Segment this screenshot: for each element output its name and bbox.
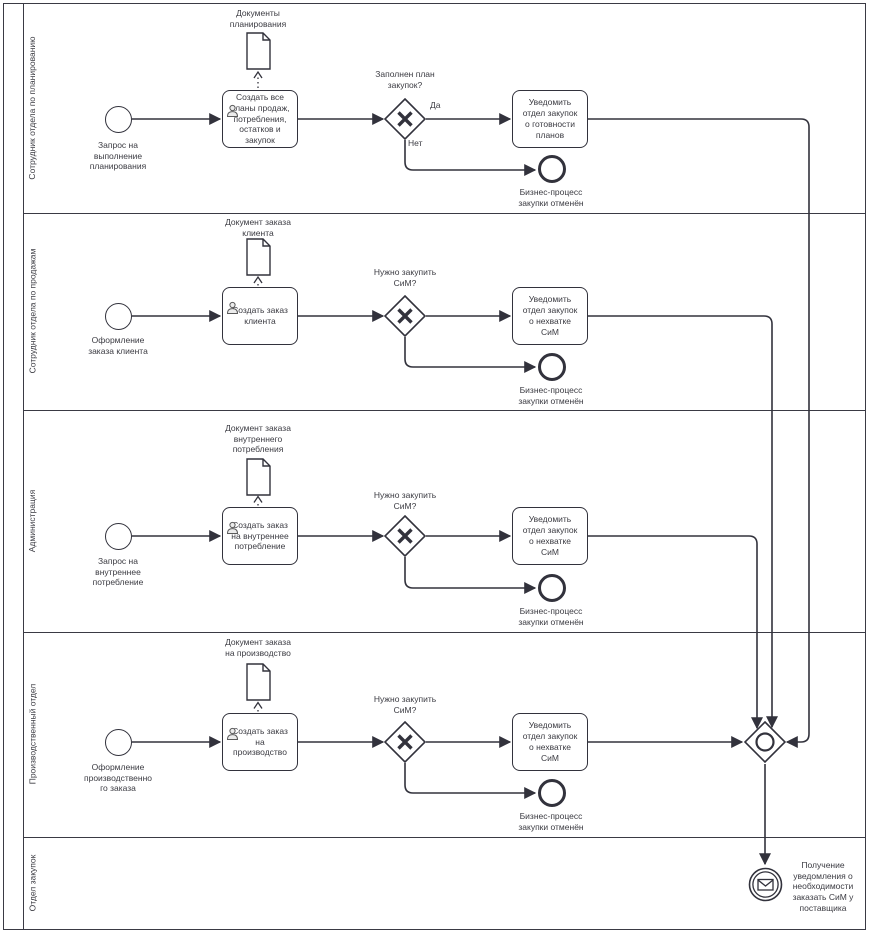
start-event-production[interactable] xyxy=(104,728,132,756)
document-label: Документ заказа клиента xyxy=(225,217,291,238)
start-event-planning[interactable] xyxy=(104,105,132,133)
gateway-exclusive-admin[interactable] xyxy=(383,514,427,562)
message-event-label: Получение уведомления о необходимости за… xyxy=(792,860,854,913)
task-label: Создать заказ на внутреннее потребление xyxy=(231,519,289,552)
document-icon-production-order[interactable] xyxy=(246,663,271,706)
gateway-inclusive-merge[interactable] xyxy=(743,720,787,768)
gateway-question-label: Нужно закупить СиМ? xyxy=(373,490,437,511)
end-event-label: Бизнес-процесс закупки отменён xyxy=(518,385,584,406)
document-label: Документ заказа на производство xyxy=(225,637,291,658)
end-event-cancelled-production[interactable] xyxy=(538,779,566,807)
gateway-exclusive-production[interactable] xyxy=(383,720,427,768)
task-label: Создать заказ клиента xyxy=(232,305,288,326)
envelope-icon xyxy=(757,878,774,891)
task-notify-shortage-admin[interactable]: Уведомить отдел закупок о нехватке СиМ xyxy=(512,507,588,565)
task-label: Уведомить отдел закупок о нехватке СиМ xyxy=(522,514,578,557)
start-event-label: Оформление заказа клиента xyxy=(88,335,148,356)
end-event-label: Бизнес-процесс закупки отменён xyxy=(518,606,584,627)
user-icon xyxy=(226,93,239,120)
message-catch-event[interactable] xyxy=(748,867,783,907)
task-label: Уведомить отдел закупок о нехватке СиМ xyxy=(522,720,578,763)
user-icon xyxy=(226,716,239,743)
document-icon-internal-order[interactable] xyxy=(246,458,271,501)
task-create-plans[interactable]: Создать все планы продаж, потребления, о… xyxy=(222,90,298,148)
task-notify-shortage-sales[interactable]: Уведомить отдел закупок о нехватке СиМ xyxy=(512,287,588,345)
lane-divider-3 xyxy=(24,632,865,634)
document-label: Документ заказа внутреннего потребления xyxy=(225,423,291,455)
start-event-label: Оформление производственно го заказа xyxy=(83,762,153,794)
end-event-label: Бизнес-процесс закупки отменён xyxy=(518,187,584,208)
start-event-label: Запрос на внутреннее потребление xyxy=(92,556,144,588)
task-label: Создать все планы продаж, потребления, о… xyxy=(230,91,290,146)
task-label: Уведомить отдел закупок о нехватке СиМ xyxy=(522,294,578,337)
end-event-label: Бизнес-процесс закупки отменён xyxy=(518,811,584,832)
flow-label-yes: Да xyxy=(430,100,441,110)
user-icon xyxy=(226,290,239,317)
start-event-label: Запрос на выполнение планирования xyxy=(89,140,147,172)
task-notify-shortage-production[interactable]: Уведомить отдел закупок о нехватке СиМ xyxy=(512,713,588,771)
flow-label-no: Нет xyxy=(408,138,423,148)
user-icon xyxy=(226,510,239,537)
start-event-admin[interactable] xyxy=(104,522,132,550)
lane-divider-4 xyxy=(24,837,865,839)
document-icon-client-order[interactable] xyxy=(246,238,271,281)
task-create-internal-order[interactable]: Создать заказ на внутреннее потребление xyxy=(222,507,298,565)
start-event-sales[interactable] xyxy=(104,302,132,330)
gateway-question-label: Нужно закупить СиМ? xyxy=(373,267,437,288)
document-icon-planning[interactable] xyxy=(246,32,271,75)
end-event-cancelled-sales[interactable] xyxy=(538,353,566,381)
end-event-cancelled-planning[interactable] xyxy=(538,155,566,183)
task-create-production-order[interactable]: Создать заказ на производство xyxy=(222,713,298,771)
pool-header-divider xyxy=(23,3,25,929)
gateway-exclusive-planning[interactable] xyxy=(383,97,427,145)
end-event-cancelled-admin[interactable] xyxy=(538,574,566,602)
gateway-exclusive-sales[interactable] xyxy=(383,294,427,342)
gateway-question-label: Заполнен план закупок? xyxy=(375,69,435,90)
gateway-question-label: Нужно закупить СиМ? xyxy=(373,694,437,715)
task-notify-plans-ready[interactable]: Уведомить отдел закупок о готовности пла… xyxy=(512,90,588,148)
lane-divider-1 xyxy=(24,213,865,215)
task-label: Уведомить отдел закупок о готовности пла… xyxy=(522,97,578,140)
pool xyxy=(3,3,866,930)
task-create-client-order[interactable]: Создать заказ клиента xyxy=(222,287,298,345)
document-label: Документы планирования xyxy=(229,8,287,29)
lane-divider-2 xyxy=(24,410,865,412)
task-label: Создать заказ на производство xyxy=(232,725,288,758)
